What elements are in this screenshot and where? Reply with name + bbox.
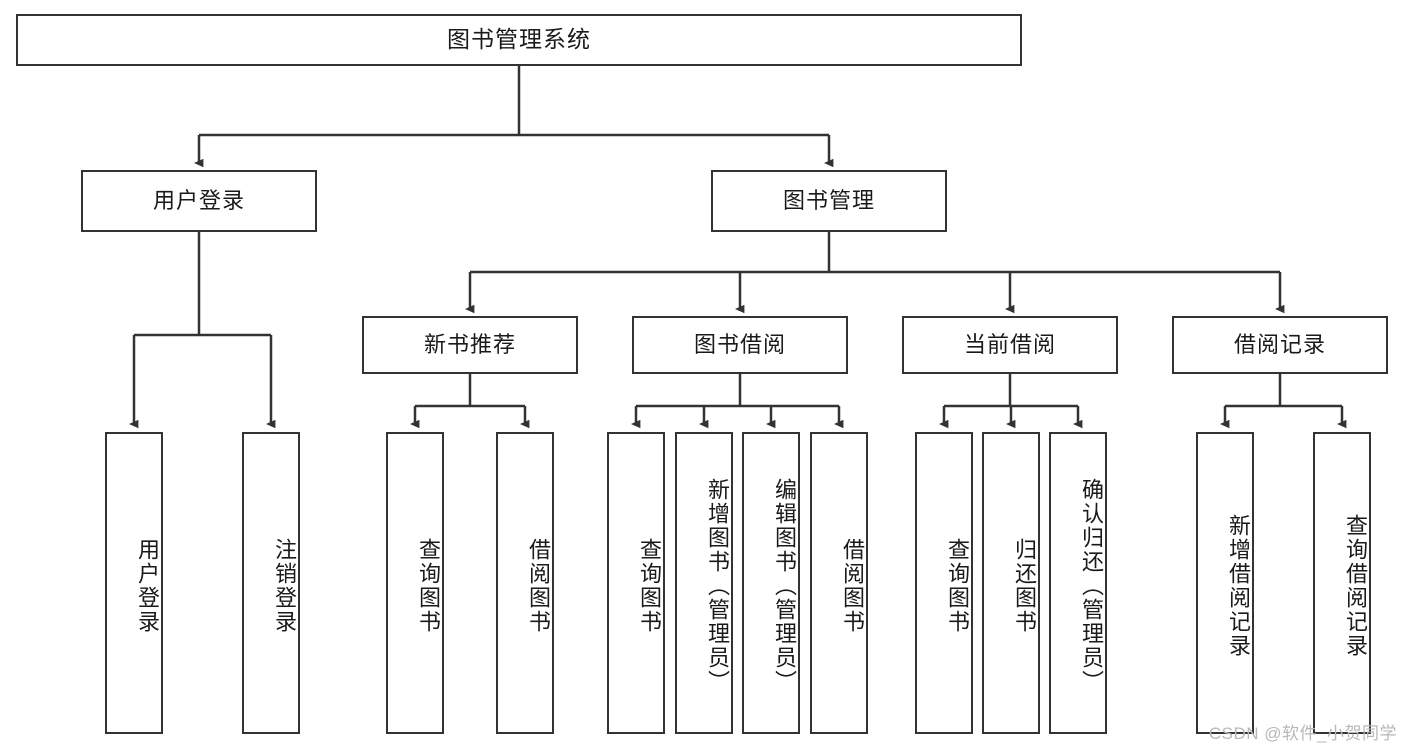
node-borrow-record[interactable]: 借阅记录: [1172, 316, 1388, 374]
leaf-borrow-book[interactable]: 借阅图书: [810, 432, 868, 734]
node-label: 新书推荐: [423, 331, 516, 357]
leaf-query-book-recommend[interactable]: 查询图书: [386, 432, 444, 734]
node-label: 查询借阅记录: [1343, 514, 1368, 658]
node-label: 图书管理: [782, 187, 875, 213]
leaf-edit-book-admin[interactable]: 编辑图书（管理员）: [742, 432, 800, 734]
leaf-confirm-return-admin[interactable]: 确认归还（管理员）: [1049, 432, 1107, 734]
leaf-user-login[interactable]: 用户登录: [105, 432, 163, 734]
node-label: 查询图书: [945, 538, 970, 634]
node-user-login[interactable]: 用户登录: [81, 170, 317, 232]
node-label: 图书管理系统: [447, 26, 591, 53]
csdn-watermark: CSDN @软件_小贺同学: [1208, 724, 1397, 743]
node-new-book-recommend[interactable]: 新书推荐: [362, 316, 578, 374]
node-label: 注销登录: [272, 538, 297, 634]
node-label: 查询图书: [416, 538, 441, 634]
node-root-book-management-system[interactable]: 图书管理系统: [16, 14, 1022, 66]
node-current-borrow[interactable]: 当前借阅: [902, 316, 1118, 374]
node-label: 归还图书: [1012, 538, 1037, 634]
node-label: 编辑图书（管理员）: [772, 478, 797, 694]
node-label: 借阅图书: [840, 538, 865, 634]
node-label: 用户登录: [135, 538, 160, 634]
leaf-borrow-book-recommend[interactable]: 借阅图书: [496, 432, 554, 734]
node-label: 用户登录: [152, 187, 245, 213]
leaf-add-book-admin[interactable]: 新增图书（管理员）: [675, 432, 733, 734]
node-label: 确认归还（管理员）: [1079, 478, 1104, 694]
node-label: 新增借阅记录: [1226, 514, 1251, 658]
leaf-query-book-borrow[interactable]: 查询图书: [607, 432, 665, 734]
node-book-management[interactable]: 图书管理: [711, 170, 947, 232]
node-label: 新增图书（管理员）: [705, 478, 730, 694]
leaf-query-borrow-record[interactable]: 查询借阅记录: [1313, 432, 1371, 734]
leaf-query-book-current[interactable]: 查询图书: [915, 432, 973, 734]
node-book-borrow[interactable]: 图书借阅: [632, 316, 848, 374]
node-label: 查询图书: [637, 538, 662, 634]
node-label: 借阅图书: [526, 538, 551, 634]
leaf-add-borrow-record[interactable]: 新增借阅记录: [1196, 432, 1254, 734]
leaf-logout-login[interactable]: 注销登录: [242, 432, 300, 734]
node-label: 借阅记录: [1233, 331, 1326, 357]
node-label: 当前借阅: [963, 331, 1056, 357]
node-label: 图书借阅: [693, 331, 786, 357]
leaf-return-book[interactable]: 归还图书: [982, 432, 1040, 734]
